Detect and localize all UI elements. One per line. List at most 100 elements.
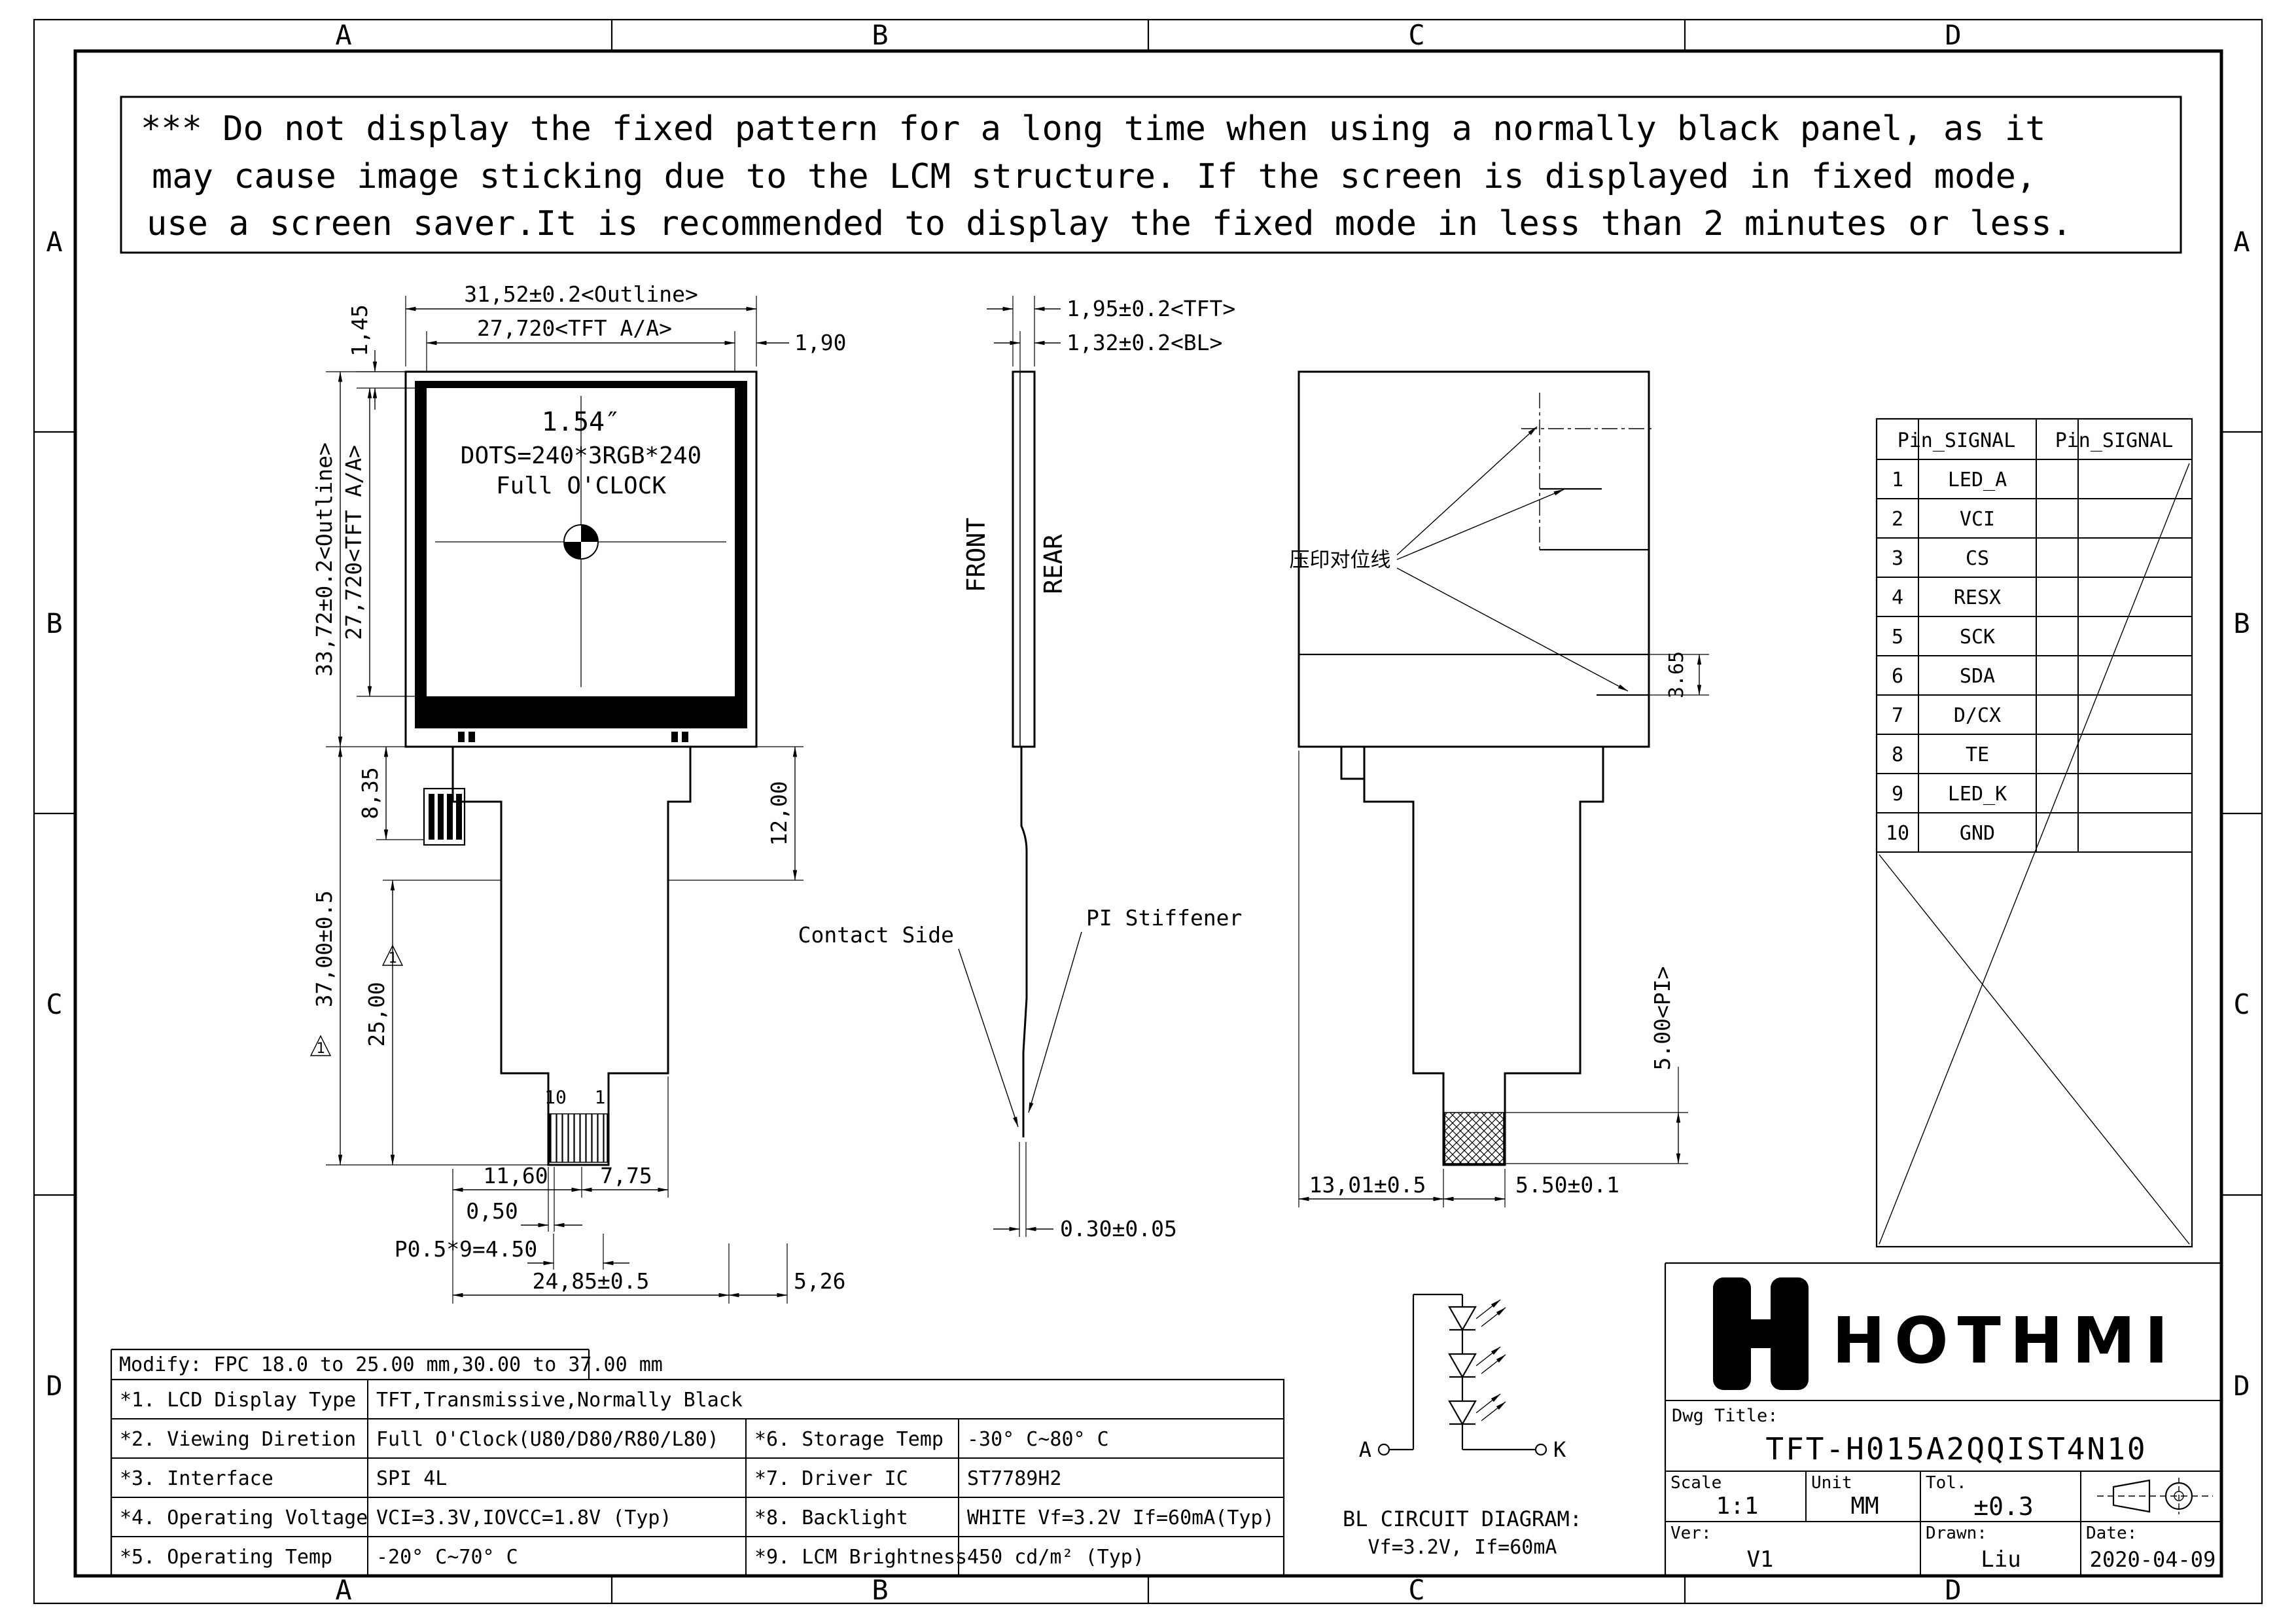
dwg-title-value: TFT-H015A2QQIST4N10 (1765, 1431, 2147, 1467)
cathode-label: K (1553, 1437, 1566, 1462)
date-value: 2020-04-09 (2090, 1547, 2216, 1572)
spec-value: Full O'Clock(U80/D80/R80/L80) (376, 1428, 719, 1451)
spec-value: SPI 4L (376, 1467, 447, 1490)
pin-number: 8 (1892, 743, 1903, 766)
pin-signal: LED_A (1948, 469, 2007, 491)
title-block: HOTHMI Dwg Title: TFT-H015A2QQIST4N10 Sc… (1664, 1262, 2221, 1576)
zone-letter: D (46, 1370, 62, 1402)
zone-letter: A (335, 1574, 351, 1606)
dim-1301: 13,01±0.5 (1309, 1172, 1426, 1198)
pin-signal: D/CX (1954, 704, 2001, 727)
dim-bl-thickness: 1,32±0.2<BL> (1067, 330, 1222, 355)
dim-550: 5.50±0.1 (1515, 1172, 1619, 1198)
hothmi-logo-icon (1713, 1277, 1809, 1390)
pin-table-header-right: Pin_SIGNAL (2055, 429, 2174, 452)
pin-table-header-left: Pin_SIGNAL (1898, 429, 2016, 452)
scale-label: Scale (1670, 1473, 1722, 1493)
drawn-value: Liu (1981, 1546, 2021, 1573)
pin-number: 1 (1892, 469, 1903, 491)
spec-value: ST7789H2 (967, 1467, 1062, 1490)
spec-key: *2. Viewing Diretion (120, 1428, 356, 1451)
tol-value: ±0.3 (1973, 1492, 2034, 1521)
tol-label: Tol. (1926, 1473, 1967, 1493)
zone-letter: B (2233, 607, 2250, 639)
warning-note: *** Do not display the fixed pattern for… (120, 96, 2182, 254)
panel-dots-label: DOTS=240*3RGB*240 (461, 442, 701, 469)
date-label: Date: (2086, 1524, 2137, 1543)
pin-signal: TE (1966, 743, 1989, 766)
spec-key: *6. Storage Temp (754, 1428, 944, 1451)
contact-side-label: Contact Side (798, 922, 954, 948)
dim-aa-width: 27,720<TFT A/A> (477, 315, 672, 341)
rear-side-label: REAR (1039, 534, 1068, 594)
ver-value: V1 (1747, 1546, 1774, 1573)
zone-letter: C (2233, 988, 2250, 1020)
dim-050: 0,50 (466, 1198, 518, 1224)
warning-line-3: use a screen saver.It is recommended to … (147, 204, 2072, 243)
spec-value: 450 cd/m² (Typ) (967, 1546, 1144, 1569)
zone-letter: B (872, 19, 888, 51)
spec-value: TFT,Transmissive,Normally Black (376, 1389, 743, 1412)
pin-number: 6 (1892, 665, 1903, 688)
dim-1160: 11,60 (483, 1163, 548, 1188)
spec-key: *8. Backlight (754, 1507, 908, 1529)
dim-190: 1,90 (794, 330, 846, 355)
zone-letter: A (46, 226, 62, 258)
pin-signal: LED_K (1948, 783, 2007, 806)
zone-letter: B (46, 607, 62, 639)
spec-key: *1. LCD Display Type (120, 1389, 356, 1412)
projection-symbol-icon (2097, 1478, 2213, 1514)
spec-value: WHITE Vf=3.2V If=60mA(Typ) (967, 1507, 1275, 1529)
pin-number: 2 (1892, 508, 1903, 531)
dim-3700: 37,00±0.5 (311, 891, 337, 1008)
dim-145: 1,45 (347, 304, 372, 356)
zone-letter: B (872, 1574, 888, 1606)
front-view: 1.54″ DOTS=240*3RGB*240 Full O'CLOCK 10 … (309, 281, 846, 1304)
dim-365: 3.65 (1665, 651, 1688, 698)
zone-letter: C (1408, 19, 1424, 51)
pin-signal: RESX (1954, 586, 2001, 609)
warning-line-2: may cause image sticking due to the LCM … (152, 157, 2036, 196)
spec-value: -20° C~70° C (376, 1546, 518, 1569)
dim-500pi: 5.00<PI> (1650, 967, 1675, 1071)
scale-value: 1:1 (1716, 1493, 1758, 1520)
zone-letter: A (335, 19, 351, 51)
bl-circuit-title: BL CIRCUIT DIAGRAM: (1343, 1507, 1582, 1531)
dim-fpc-thickness: 0.30±0.05 (1060, 1216, 1177, 1241)
bl-circuit-diagram: A K BL CIRCUIT DIAGRAM: Vf=3.2V, If=60mA (1343, 1293, 1582, 1559)
pin-signal: SDA (1960, 665, 1995, 688)
spec-key: *9. LCM Brightness (754, 1546, 967, 1569)
warning-line-1: *** Do not display the fixed pattern for… (141, 109, 2046, 149)
zone-letter: D (1945, 1574, 1961, 1606)
dim-pitch: P0.5*9=4.50 (395, 1236, 538, 1262)
spec-key: *5. Operating Temp (120, 1546, 332, 1569)
pin-signal: GND (1960, 822, 1995, 845)
pin-number: 7 (1892, 704, 1903, 727)
front-side-label: FRONT (962, 518, 991, 592)
pin-signal: SCK (1960, 626, 1995, 649)
pin-number: 10 (1886, 822, 1909, 845)
spec-value: VCI=3.3V,IOVCC=1.8V (Typ) (376, 1507, 672, 1529)
unit-value: MM (1850, 1493, 1879, 1520)
pin-number: 4 (1892, 586, 1903, 609)
dwg-title-label: Dwg Title: (1672, 1406, 1778, 1426)
dim-526: 5,26 (794, 1268, 845, 1294)
panel-size-label: 1.54″ (542, 407, 620, 437)
spec-key: *7. Driver IC (754, 1467, 908, 1490)
stamp-align-label: 压印对位线 (1290, 548, 1391, 572)
zone-letter: D (1945, 19, 1961, 51)
modify-note: Modify: FPC 18.0 to 25.00 mm,30.00 to 37… (119, 1353, 663, 1376)
panel-clock-label: Full O'CLOCK (496, 473, 666, 499)
drawn-label: Drawn: (1926, 1524, 1987, 1543)
zone-letter: C (1408, 1574, 1424, 1606)
spec-key: *3. Interface (120, 1467, 274, 1490)
dim-aa-height: 27,720<TFT A/A> (341, 445, 366, 640)
pin-number: 5 (1892, 626, 1903, 649)
pin-table: Pin_SIGNAL Pin_SIGNAL 1 LED_A 2 VCI 3 CS… (1875, 418, 2193, 1248)
pi-stiffener-label: PI Stiffener (1086, 905, 1242, 931)
spec-table: Modify: FPC 18.0 to 25.00 mm,30.00 to 37… (110, 1348, 1285, 1577)
pin-number: 9 (1892, 783, 1903, 806)
dim-835: 8,35 (357, 767, 383, 819)
pin-number: 3 (1892, 547, 1903, 570)
